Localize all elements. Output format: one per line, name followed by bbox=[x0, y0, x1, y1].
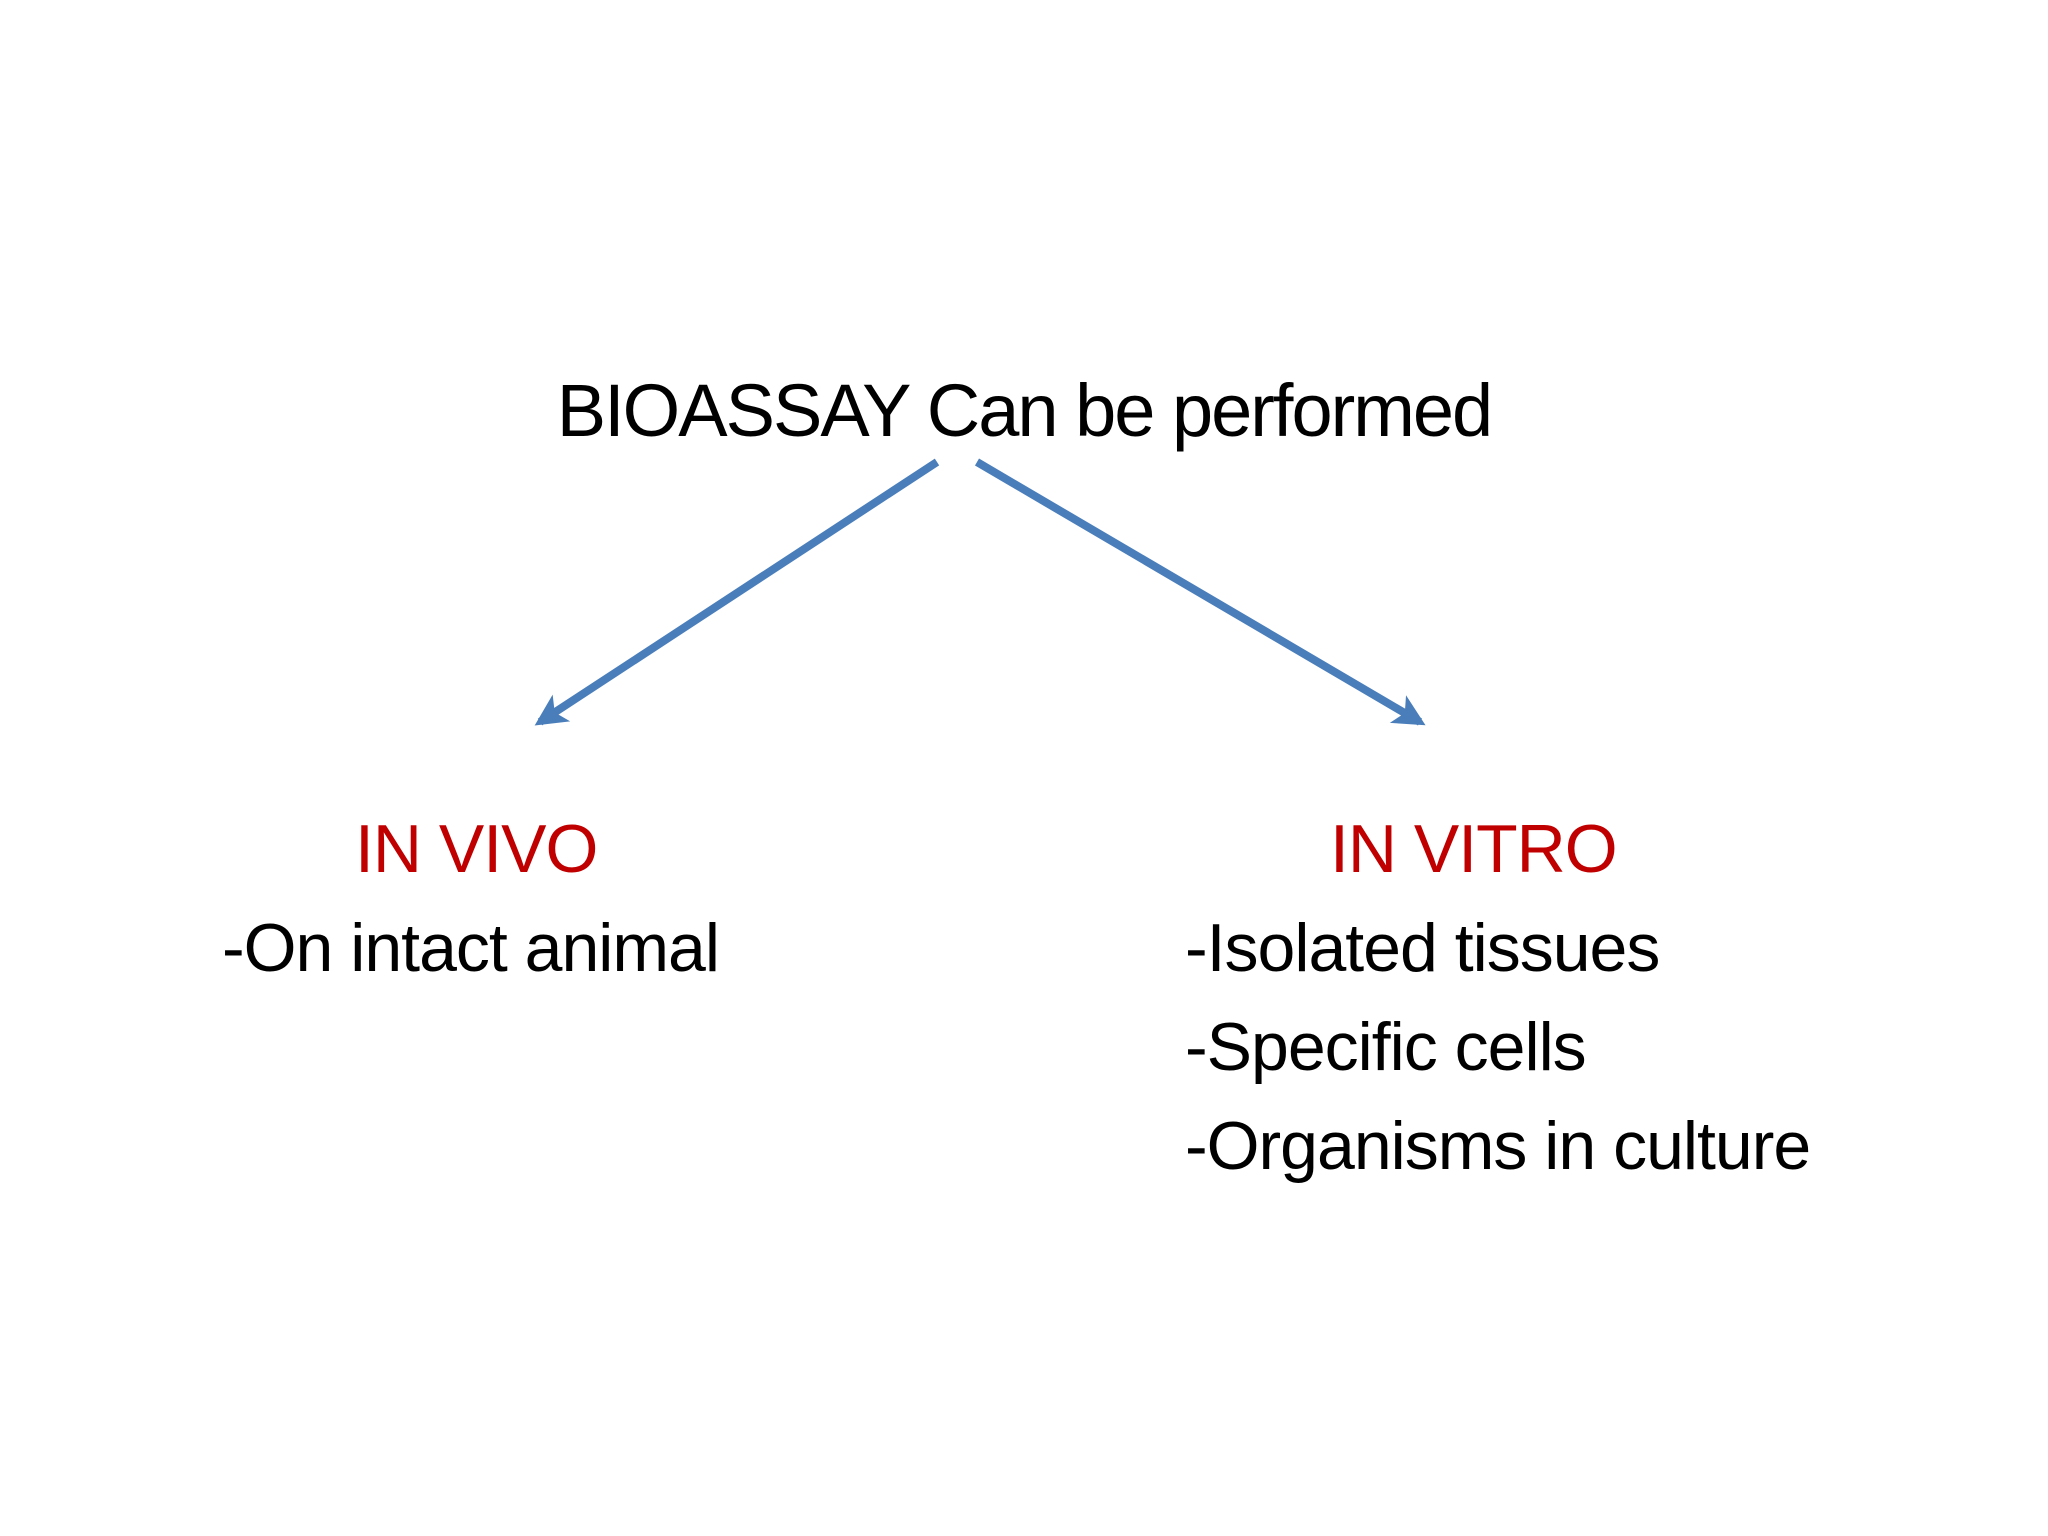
slide-title: BIOASSAY Can be performed bbox=[556, 369, 1493, 452]
branch-in-vitro-item-2: -Specific cells bbox=[1185, 1009, 1587, 1085]
arrow-to-in-vitro bbox=[974, 458, 1426, 726]
branch-in-vivo-item-1: -On intact animal bbox=[222, 910, 720, 986]
branch-in-vitro-label: IN VITRO bbox=[1330, 811, 1618, 887]
arrow-to-in-vivo bbox=[534, 458, 940, 726]
branch-in-vitro-item-3: -Organisms in culture bbox=[1185, 1108, 1811, 1184]
branch-in-vitro: IN VITRO -Isolated tissues -Specific cel… bbox=[1185, 800, 1925, 1196]
branch-in-vitro-item-1: -Isolated tissues bbox=[1185, 910, 1660, 986]
branch-in-vivo-label: IN VIVO bbox=[355, 811, 598, 887]
branch-in-vivo: IN VIVO -On intact animal bbox=[222, 800, 802, 998]
